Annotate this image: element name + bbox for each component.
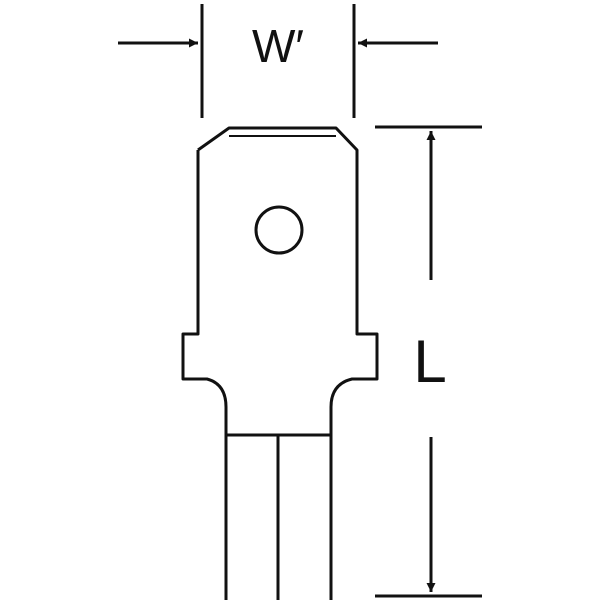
length-dimension (375, 125, 482, 598)
terminal-tab-outline (181, 126, 379, 600)
width-dimension (118, 4, 438, 118)
width-label: W′ (252, 20, 304, 72)
length-label: L (413, 328, 446, 395)
terminal-body (181, 126, 379, 600)
terminal-detent-hole (254, 205, 304, 255)
